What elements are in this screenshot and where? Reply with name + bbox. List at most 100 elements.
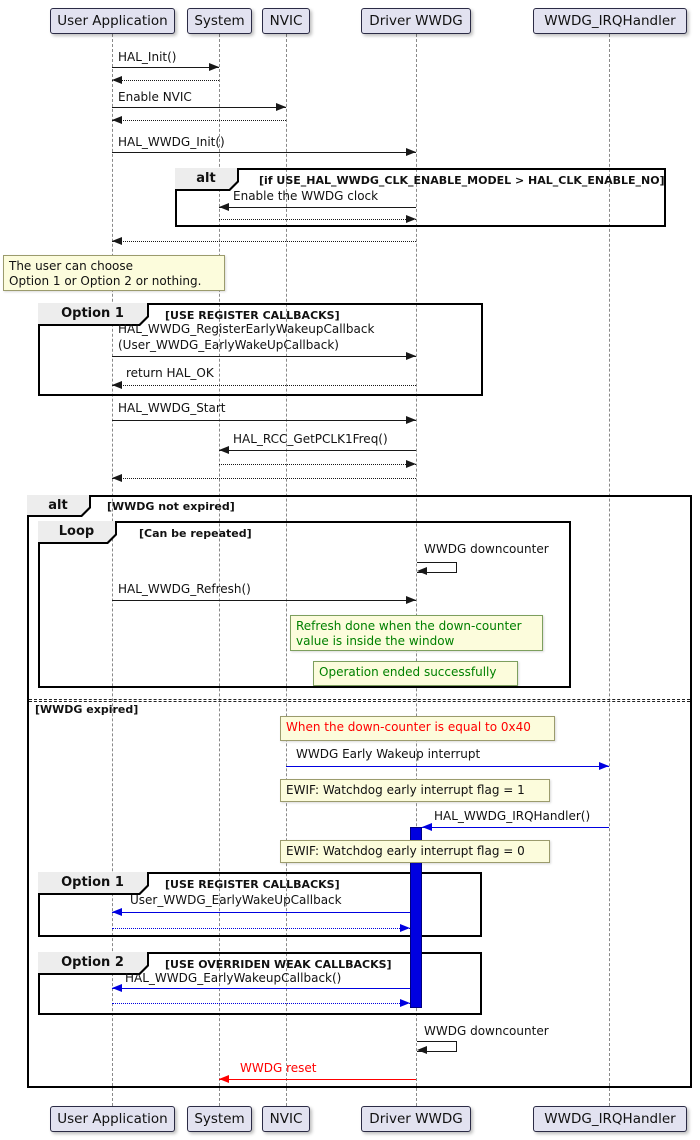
arrowhead-left	[219, 1075, 229, 1083]
note-user-choice: The user can choose Option 1 or Option 2…	[3, 255, 225, 291]
fragment-alt-wwdg-expired: alt [WWDG not expired] [WWDG expired]	[27, 495, 692, 1088]
fragment-operator-label: Option 1	[38, 303, 147, 324]
message-label: HAL_WWDG_EarlyWakeupCallback()	[125, 971, 342, 985]
arrowhead-right	[400, 924, 410, 932]
message-label: User_WWDG_EarlyWakeUpCallback	[130, 893, 342, 907]
participant-wwdg-irqhandler-top: WWDG_IRQHandler	[533, 8, 687, 34]
self-message-downcounter	[417, 1041, 457, 1052]
fragment-guard: [WWDG not expired]	[107, 500, 235, 513]
message-label: HAL_WWDG_RegisterEarlyWakeupCallback	[118, 322, 375, 336]
arrowhead-right	[406, 352, 416, 360]
return-line	[112, 120, 286, 121]
return-line	[112, 478, 416, 479]
note-line: value is inside the window	[296, 634, 455, 648]
participant-wwdg-irqhandler-bottom: WWDG_IRQHandler	[533, 1106, 687, 1132]
note-line: Operation ended successfully	[319, 665, 497, 679]
fragment-operator-label: Option 1	[38, 872, 147, 893]
message-label: return HAL_OK	[126, 366, 214, 380]
arrowhead-left	[112, 76, 122, 84]
participant-driver-wwdg-bottom: Driver WWDG	[361, 1106, 471, 1132]
message-line	[219, 207, 416, 208]
fragment-operator-tab: alt	[27, 495, 91, 517]
arrowhead-left	[417, 1046, 427, 1054]
message-label: HAL_WWDG_IRQHandler()	[434, 809, 591, 823]
note-downcounter-0x40: When the down-counter is equal to 0x40	[280, 716, 555, 741]
arrowhead-left	[112, 237, 122, 245]
participant-label: System	[194, 1111, 245, 1127]
fragment-guard: [Can be repeated]	[139, 527, 252, 540]
fragment-loop: Loop [Can be repeated]	[38, 521, 571, 688]
participant-label: Driver WWDG	[369, 13, 463, 29]
note-ewif-1: EWIF: Watchdog early interrupt flag = 1	[280, 779, 550, 802]
arrowhead-right	[276, 103, 286, 111]
arrowhead-left	[417, 567, 427, 575]
message-label: WWDG Early Wakeup interrupt	[296, 747, 481, 761]
lifeline-user-application	[112, 34, 113, 1106]
activation-bar-driver-wwdg	[410, 827, 422, 1008]
message-line	[219, 1079, 416, 1080]
fragment-else-guard: [WWDG expired]	[35, 703, 139, 716]
message-label: Enable NVIC	[118, 90, 192, 104]
participant-label: WWDG_IRQHandler	[544, 1111, 676, 1127]
fragment-operator-tab: Option 1	[38, 872, 149, 895]
message-line	[112, 356, 416, 357]
message-line	[112, 600, 416, 601]
participant-driver-wwdg-top: Driver WWDG	[361, 8, 471, 34]
arrowhead-right	[209, 63, 219, 71]
participant-label: WWDG_IRQHandler	[544, 13, 676, 29]
return-line	[219, 464, 416, 465]
arrowhead-left	[219, 446, 229, 454]
message-line	[219, 450, 416, 451]
arrowhead-left	[112, 474, 122, 482]
arrowhead-right	[400, 999, 410, 1007]
fragment-operator-tab: Option 1	[38, 303, 149, 326]
lifeline-wwdg-irqhandler	[609, 34, 610, 1106]
fragment-option1-callbacks: Option 1 [USE REGISTER CALLBACKS]	[38, 872, 482, 937]
note-line: Option 1 or Option 2 or nothing.	[9, 274, 202, 288]
message-label: WWDG downcounter	[424, 542, 549, 556]
arrowhead-right	[406, 596, 416, 604]
participant-system-bottom: System	[187, 1106, 252, 1132]
fragment-option1-register: Option 1 [USE REGISTER CALLBACKS]	[38, 303, 483, 396]
participant-nvic-top: NVIC	[262, 8, 310, 34]
message-label: WWDG reset	[240, 1061, 317, 1075]
self-message-loop	[417, 562, 457, 573]
fragment-operator-label: Option 2	[38, 952, 147, 973]
participant-label: Driver WWDG	[369, 1111, 463, 1127]
arrowhead-right	[406, 148, 416, 156]
return-line	[112, 1003, 410, 1004]
message-label: HAL_WWDG_Start	[118, 401, 226, 415]
arrowhead-right	[599, 762, 609, 770]
fragment-operator-label: alt	[27, 495, 89, 515]
message-label: WWDG downcounter	[424, 1024, 549, 1038]
participant-label: User Application	[57, 1111, 168, 1127]
message-line	[112, 988, 410, 989]
return-line	[219, 219, 416, 220]
participant-user-application-top: User Application	[50, 8, 175, 34]
participant-label: NVIC	[269, 1111, 303, 1127]
message-label: HAL_Init()	[118, 50, 177, 64]
participant-system-top: System	[187, 8, 252, 34]
arrowhead-left	[112, 116, 122, 124]
arrowhead-right	[406, 460, 416, 468]
arrowhead-left	[219, 203, 229, 211]
message-label: Enable the WWDG clock	[233, 189, 379, 203]
arrowhead-left	[112, 381, 122, 389]
arrowhead-left	[112, 984, 122, 992]
fragment-operator-tab: Option 2	[38, 952, 149, 975]
fragment-operator-tab: Loop	[38, 521, 117, 544]
fragment-alt-clk-enable: alt [if USE_HAL_WWDG_CLK_ENABLE_MODEL > …	[175, 168, 666, 227]
participant-user-application-bottom: User Application	[50, 1106, 175, 1132]
return-line	[112, 241, 416, 242]
message-label: (User_WWDG_EarlyWakeUpCallback)	[118, 338, 339, 352]
participant-label: System	[194, 13, 245, 29]
message-line	[112, 420, 416, 421]
message-label: HAL_WWDG_Init()	[118, 135, 225, 149]
arrowhead-right	[406, 416, 416, 424]
message-label: HAL_RCC_GetPCLK1Freq()	[233, 432, 388, 446]
arrowhead-right	[406, 215, 416, 223]
fragment-operator-tab: alt	[175, 168, 239, 191]
note-line: Refresh done when the down-counter	[296, 619, 522, 633]
note-line: The user can choose	[9, 259, 134, 273]
